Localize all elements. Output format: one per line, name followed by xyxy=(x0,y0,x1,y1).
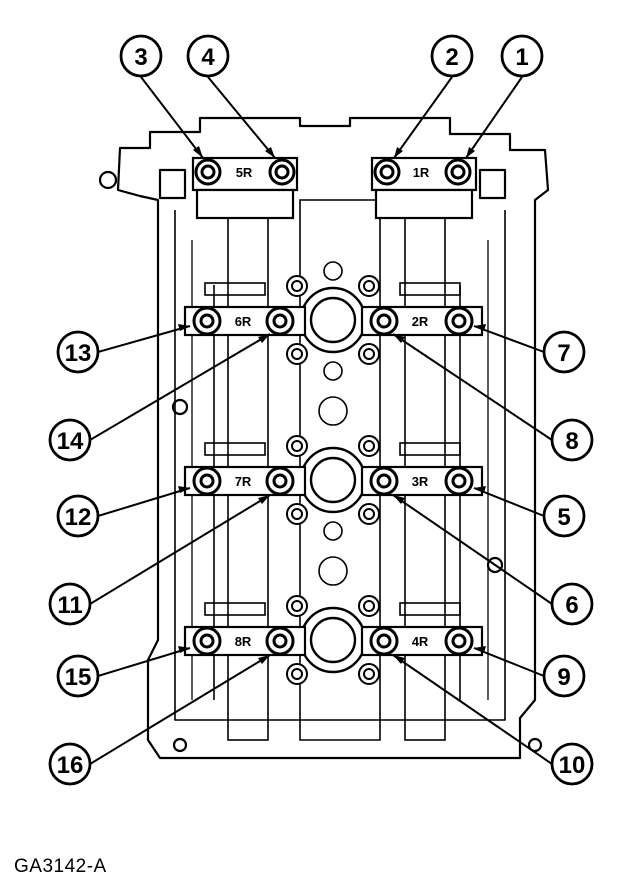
callout-7: 7 xyxy=(557,340,570,367)
cap-label-8r: 8R xyxy=(235,634,252,649)
cap-labels: 5R 1R 6R 2R 7R 3R 8R 4R xyxy=(235,165,430,649)
callout-4: 4 xyxy=(201,44,215,71)
callout-3: 3 xyxy=(134,44,147,71)
callout-11: 11 xyxy=(57,592,82,619)
cap-label-4r: 4R xyxy=(412,634,429,649)
callout-12: 12 xyxy=(65,504,92,531)
callout-8: 8 xyxy=(565,428,578,455)
callout-5: 5 xyxy=(557,504,570,531)
leader-lines xyxy=(89,76,553,765)
bearing-caps xyxy=(183,156,484,657)
callout-1: 1 xyxy=(515,44,528,71)
callout-6: 6 xyxy=(565,592,578,619)
callout-numbers: 1 2 3 4 5 6 7 8 9 10 11 12 13 14 15 16 xyxy=(57,44,586,779)
spark-plug-wells xyxy=(299,286,367,674)
callout-9: 9 xyxy=(557,664,570,691)
arrowheads xyxy=(178,146,486,664)
cap-label-3r: 3R xyxy=(412,474,429,489)
cap-bolts xyxy=(192,158,474,656)
cap-label-7r: 7R xyxy=(235,474,252,489)
cap-label-5r: 5R xyxy=(236,165,253,180)
callout-circles xyxy=(48,34,594,786)
callout-15: 15 xyxy=(65,664,92,691)
center-spine xyxy=(299,199,381,741)
callout-10: 10 xyxy=(559,752,586,779)
callout-14: 14 xyxy=(57,428,84,455)
callout-13: 13 xyxy=(65,340,92,367)
figure-id: GA3142-A xyxy=(14,856,107,877)
cap-label-6r: 6R xyxy=(235,314,252,329)
callout-2: 2 xyxy=(445,44,458,71)
callout-16: 16 xyxy=(57,752,84,779)
spine-bolts xyxy=(286,275,380,685)
cap-label-2r: 2R xyxy=(412,314,429,329)
cap-label-1r: 1R xyxy=(413,165,430,180)
